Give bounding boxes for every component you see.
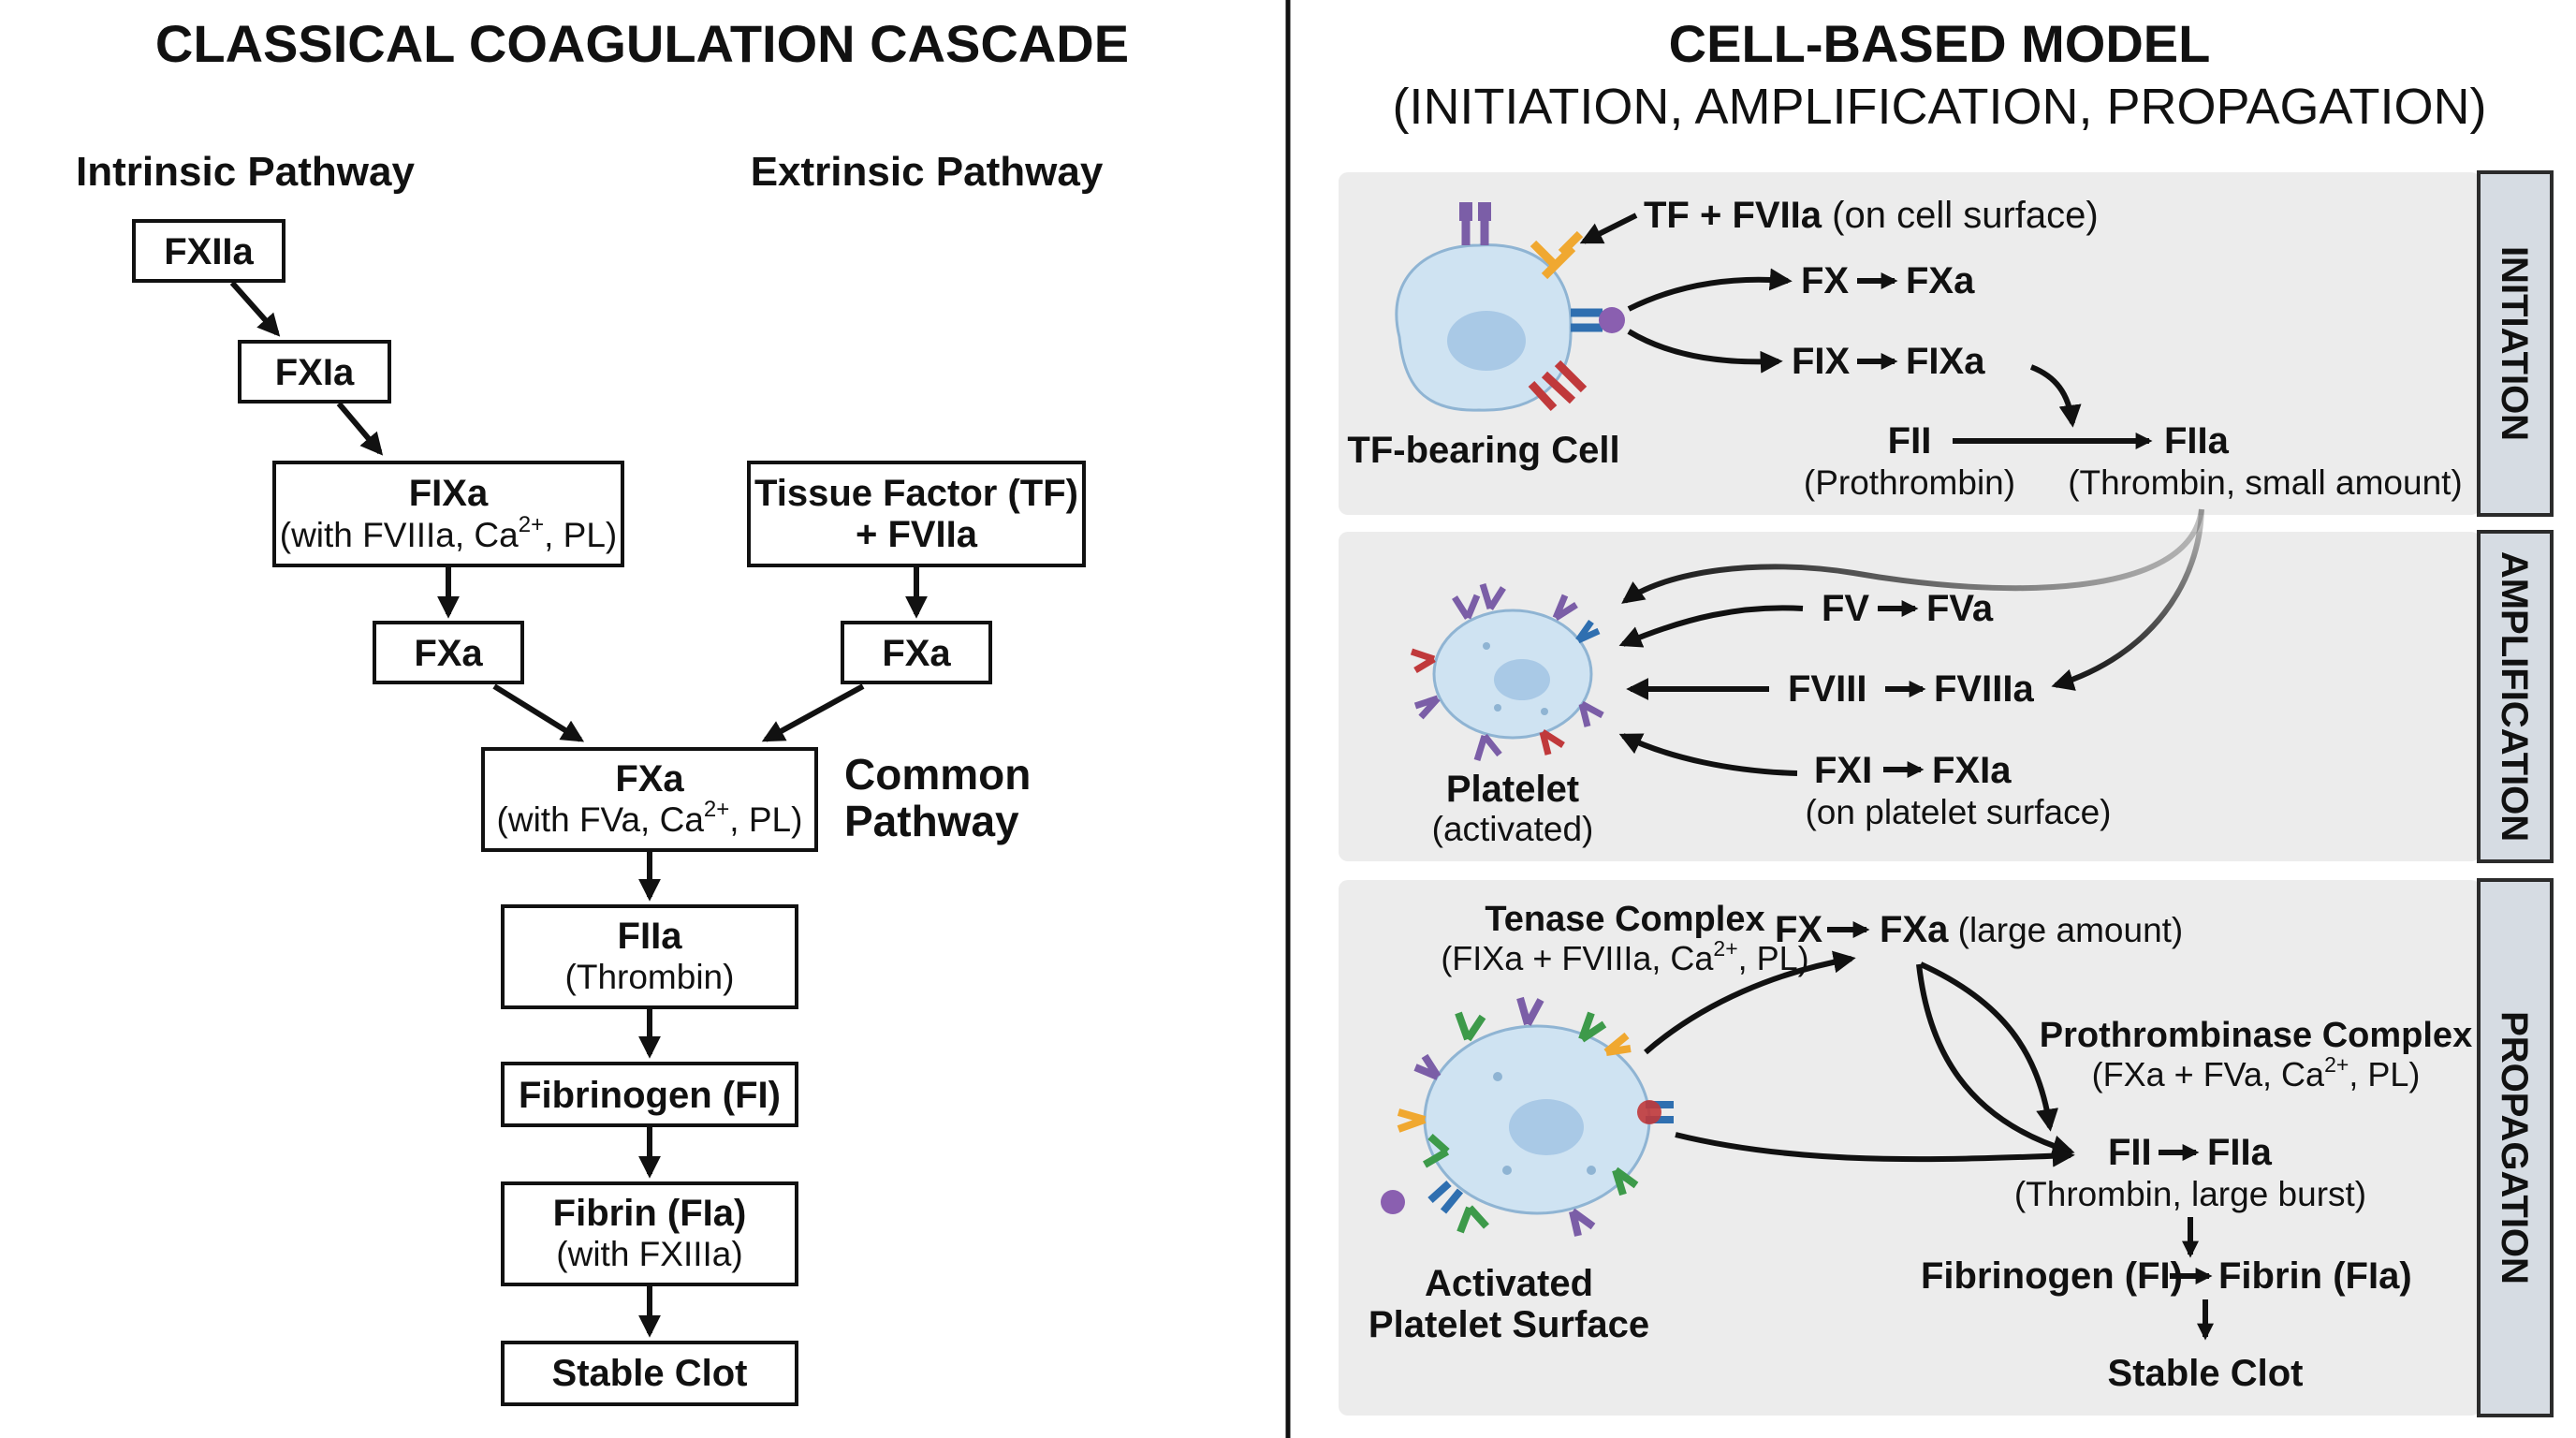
amp-fviii: FVIII bbox=[1788, 668, 1866, 710]
prothrombinase-label: Prothrombinase Complex bbox=[2040, 1016, 2472, 1055]
tenase-label: Tenase Complex bbox=[1485, 900, 1764, 939]
tab-initiation-label: INITIATION bbox=[2494, 246, 2535, 441]
curve-fv-to-platelet bbox=[1618, 605, 1804, 648]
right-subtitle: (INITIATION, AMPLIFICATION, PROPAGATION) bbox=[1392, 79, 2486, 135]
initiation-fx: FX bbox=[1801, 260, 1849, 301]
extrinsic-pathway-label: Extrinsic Pathway bbox=[751, 149, 1104, 195]
amp-fxi-sub: (on platelet surface) bbox=[1805, 793, 2111, 831]
prop-fx-result: FXa (large amount) bbox=[1880, 909, 2183, 950]
activated-platelet-icon bbox=[1381, 996, 1674, 1237]
box-fibrinogen: Fibrinogen (FI) bbox=[501, 1062, 798, 1127]
box-fxa-common: FXa (with FVa, Ca2+, PL) bbox=[481, 747, 818, 852]
common-pathway-line2: Pathway bbox=[844, 797, 1019, 845]
platelet-icon bbox=[1410, 582, 1604, 762]
prop-stable-clot: Stable Clot bbox=[2108, 1353, 2304, 1394]
initiation-fii: FII bbox=[1888, 420, 1932, 462]
panel-initiation bbox=[1339, 172, 2481, 515]
initiation-fxa: FXa bbox=[1906, 260, 1975, 301]
prop-fibrinogen: Fibrinogen (FI) bbox=[1921, 1255, 2183, 1297]
arrow-fxia-fixa bbox=[336, 402, 384, 456]
box-fxa-common-label: FXa bbox=[615, 758, 684, 800]
box-fixa: FIXa (with FVIIIa, Ca2+, PL) bbox=[272, 461, 624, 567]
receptor-orange-icon bbox=[1530, 230, 1584, 280]
tab-initiation: INITIATION bbox=[2477, 170, 2554, 517]
initiation-fiia: FIIa bbox=[2164, 420, 2230, 462]
box-fibrinogen-label: Fibrinogen (FI) bbox=[519, 1075, 781, 1116]
initiation-fixa: FIXa bbox=[1906, 341, 1985, 382]
platelet-label: Platelet bbox=[1446, 769, 1579, 810]
left-title: CLASSICAL COAGULATION CASCADE bbox=[155, 14, 1129, 73]
initiation-tf-text: TF + FVIIa (on cell surface) bbox=[1644, 195, 2099, 236]
box-fixa-sub: (with FVIIIa, Ca2+, PL) bbox=[280, 512, 617, 554]
curve-fxi-to-platelet bbox=[1618, 733, 1798, 776]
receptor-red-icon bbox=[1528, 360, 1588, 412]
amp-fviiia: FVIIIa bbox=[1934, 668, 2034, 710]
arrow-fxa-intrinsic-common bbox=[492, 683, 585, 742]
common-pathway-line1: Common bbox=[844, 750, 1031, 799]
box-stable-clot-label: Stable Clot bbox=[552, 1353, 748, 1394]
box-fxia: FXIa bbox=[238, 340, 391, 404]
activated-platelet-line2: Platelet Surface bbox=[1368, 1304, 1649, 1345]
prop-fii: FII bbox=[2108, 1132, 2152, 1173]
box-fxiia: FXIIa bbox=[132, 219, 285, 283]
box-fiia-sub: (Thrombin) bbox=[565, 958, 735, 996]
curve-fxa-to-fii-outer bbox=[1919, 961, 2059, 1132]
prop-fii-sub: (Thrombin, large burst) bbox=[2014, 1175, 2366, 1213]
box-fxa-common-sub: (with FVa, Ca2+, PL) bbox=[497, 797, 803, 839]
curve-platelet-to-fii bbox=[1675, 1132, 2075, 1167]
box-tf-line1: Tissue Factor (TF) bbox=[754, 473, 1078, 514]
box-fixa-label: FIXa bbox=[409, 473, 489, 514]
box-fxa-extrinsic-label: FXa bbox=[882, 633, 951, 674]
right-title: CELL-BASED MODEL bbox=[1669, 14, 2211, 73]
prop-fibrin: Fibrin (FIa) bbox=[2218, 1255, 2412, 1297]
curve-fxa-to-fii-inner bbox=[1916, 963, 2075, 1157]
prop-fiia: FIIa bbox=[2207, 1132, 2273, 1173]
box-stable-clot: Stable Clot bbox=[501, 1341, 798, 1406]
box-fxa-extrinsic: FXa bbox=[841, 621, 992, 684]
curve-fixa-to-fiia bbox=[2029, 364, 2082, 428]
tenase-sub: (FIXa + FVIIIa, Ca2+, PL) bbox=[1441, 936, 1808, 977]
receptor-blue-icon bbox=[1571, 307, 1625, 333]
box-tissue-factor: Tissue Factor (TF) + FVIIa bbox=[747, 461, 1086, 567]
intrinsic-pathway-label: Intrinsic Pathway bbox=[76, 149, 415, 195]
box-fxa-intrinsic: FXa bbox=[373, 621, 524, 684]
box-fiia: FIIa (Thrombin) bbox=[501, 904, 798, 1009]
box-fibrin: Fibrin (FIa) (with FXIIIa) bbox=[501, 1181, 798, 1286]
box-fxa-intrinsic-label: FXa bbox=[414, 633, 483, 674]
box-fiia-label: FIIa bbox=[618, 916, 683, 957]
amp-fxia: FXIa bbox=[1932, 750, 2012, 791]
tab-amplification-label: AMPLIFICATION bbox=[2494, 551, 2535, 842]
curve-cell-to-fix bbox=[1627, 329, 1783, 374]
box-fxia-label: FXIa bbox=[275, 352, 355, 393]
initiation-fiia-sub: (Thrombin, small amount) bbox=[2068, 463, 2463, 502]
amp-fxi: FXI bbox=[1814, 750, 1872, 791]
box-fxiia-label: FXIIa bbox=[164, 231, 254, 272]
initiation-fii-sub: (Prothrombin) bbox=[1804, 463, 2015, 502]
curve-cell-to-fx bbox=[1627, 268, 1793, 312]
curve-thrombin-to-fviiia bbox=[2051, 508, 2204, 691]
tab-amplification: AMPLIFICATION bbox=[2477, 530, 2554, 863]
amp-fv: FV bbox=[1822, 588, 1869, 629]
initiation-fix: FIX bbox=[1792, 341, 1851, 382]
tab-propagation-label: PROPAGATION bbox=[2494, 1011, 2535, 1284]
curve-platelet-to-fxa bbox=[1644, 950, 1856, 1055]
panel-propagation bbox=[1339, 880, 2481, 1416]
receptor-purple-icon bbox=[1459, 202, 1491, 245]
arrow-fxiia-fxia bbox=[229, 281, 281, 337]
tab-propagation: PROPAGATION bbox=[2477, 878, 2554, 1417]
amp-fva: FVa bbox=[1926, 588, 1994, 629]
box-fibrin-label: Fibrin (FIa) bbox=[553, 1193, 747, 1234]
box-tf-line2: + FVIIa bbox=[856, 514, 978, 555]
activated-platelet-line1: Activated bbox=[1425, 1263, 1593, 1304]
curve-thrombin-to-platelet bbox=[1621, 508, 2204, 604]
prothrombinase-sub: (FXa + FVa, Ca2+, PL) bbox=[2092, 1052, 2421, 1093]
box-fibrin-sub: (with FXIIIa) bbox=[556, 1235, 742, 1273]
arrow-tf-to-cell bbox=[1579, 213, 1638, 244]
prop-fx: FX bbox=[1775, 909, 1822, 950]
platelet-sub: (activated) bbox=[1432, 810, 1594, 848]
tf-bearing-cell-label: TF-bearing Cell bbox=[1347, 430, 1619, 471]
arrow-fxa-extrinsic-common bbox=[761, 683, 865, 742]
tf-bearing-cell-icon bbox=[1395, 202, 1625, 412]
